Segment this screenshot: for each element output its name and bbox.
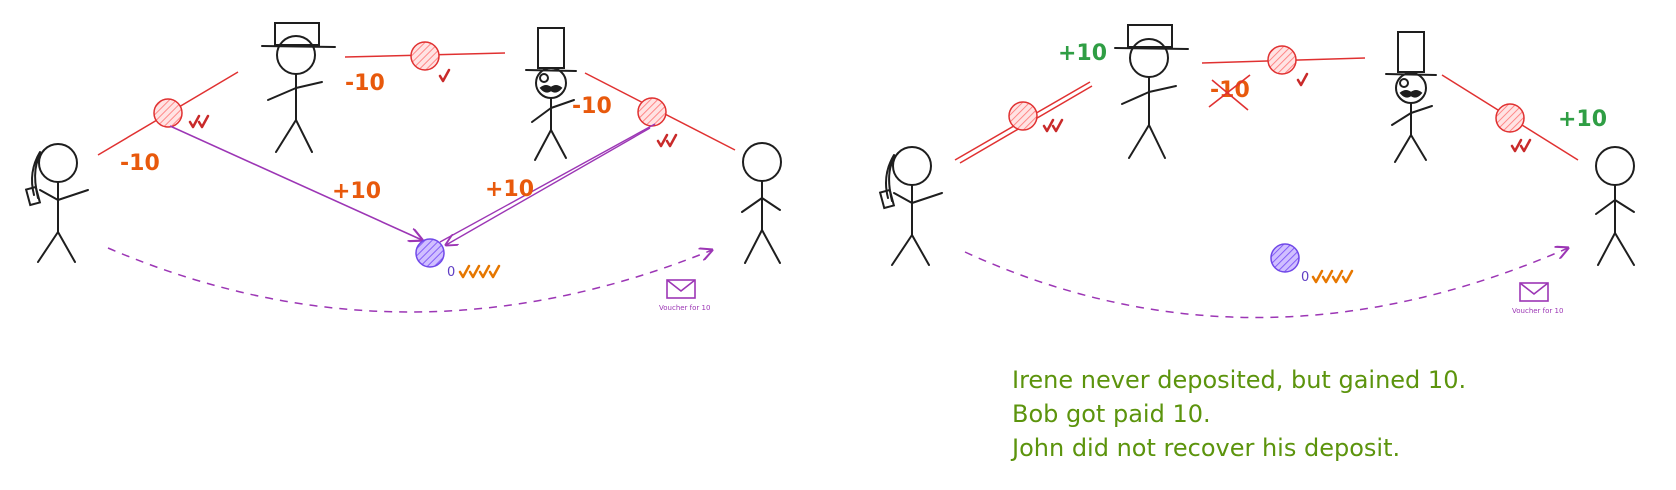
strike-line-a (1211, 79, 1249, 111)
amount-john: -10 (345, 71, 385, 96)
left-panel: 0 Voucher for 10 -10 -10 -10 +10 +10 (24, 22, 782, 313)
transfer-arrow-right-a (439, 123, 656, 243)
hub-checkmarks-right (1311, 269, 1354, 284)
transfer-left-amount: +10 (332, 179, 381, 204)
mustache-icon (539, 85, 563, 93)
channel-node-2 (410, 41, 440, 71)
person-hat-man (525, 27, 577, 161)
hub-node-right (1270, 243, 1300, 273)
monocle-icon (539, 73, 549, 83)
transfer-right-amount: +10 (485, 177, 534, 202)
channel-node-1 (153, 98, 183, 128)
hub-node (415, 238, 445, 268)
caption-line-2: Bob got paid 10. (1012, 400, 1211, 428)
channel-node-2-right (1267, 45, 1297, 75)
checkmarks-node-3 (656, 133, 678, 148)
transfer-arrow-left (169, 125, 422, 240)
amount-bob-right: +10 (1558, 107, 1607, 132)
person-john (261, 22, 336, 153)
checkmarks-node-1 (188, 114, 210, 129)
channel-node-3-right (1495, 103, 1525, 133)
voucher-path-arrow (107, 247, 712, 313)
voucher-label-right: Voucher for 10 (1512, 307, 1563, 315)
person-irene (24, 143, 89, 263)
checkmark-node-2-right (1296, 72, 1309, 87)
envelope-icon (666, 279, 696, 299)
amount-hat-man: -10 (572, 94, 612, 119)
channel-node-3 (637, 97, 667, 127)
person-irene-right (878, 146, 943, 266)
voucher-label: Voucher for 10 (659, 304, 710, 312)
checkmarks-node-1-right (1042, 118, 1064, 133)
person-john-right (1114, 24, 1189, 159)
checkmark-node-2 (438, 68, 451, 83)
channel-lines-right (954, 57, 1579, 164)
hub-counter-right: 0 (1301, 270, 1309, 285)
mustache-icon (1399, 90, 1423, 98)
envelope-icon (1519, 282, 1549, 302)
monocle-icon (1399, 78, 1409, 88)
checkmarks-node-3-right (1510, 138, 1532, 153)
amount-john-right: +10 (1058, 41, 1107, 66)
voucher-path-arrow-right (964, 248, 1568, 319)
amount-irene-channel: -10 (120, 151, 160, 176)
caption: Irene never deposited, but gained 10. Bo… (1010, 366, 1466, 462)
person-hat-man-right (1385, 31, 1437, 163)
person-bob-right (1595, 146, 1635, 266)
hub-counter: 0 (447, 265, 455, 280)
caption-line-1: Irene never deposited, but gained 10. (1012, 366, 1466, 394)
channel-lines (97, 52, 736, 156)
person-bob (741, 142, 782, 264)
right-panel: 0 Voucher for 10 +10 -10 +10 (878, 24, 1635, 462)
channel-node-1-right (1008, 101, 1038, 131)
hub-checkmarks (458, 264, 501, 279)
caption-line-3: John did not recover his deposit. (1010, 434, 1400, 462)
strike-line-b (1208, 74, 1251, 108)
transfer-arrow-right-b (446, 127, 651, 245)
